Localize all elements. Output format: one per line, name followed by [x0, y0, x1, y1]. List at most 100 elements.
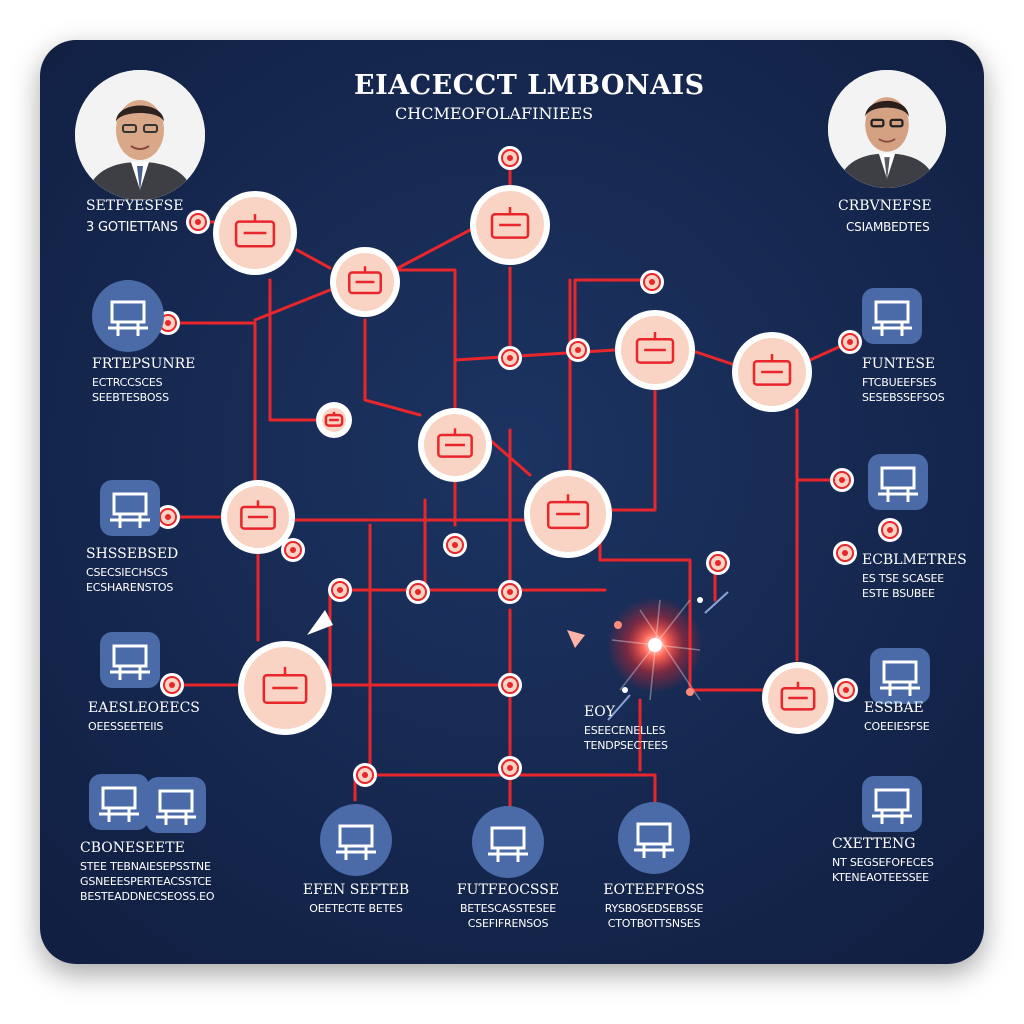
- avatar-right: [828, 70, 946, 188]
- tag-icon: [238, 641, 332, 735]
- page-subtitle: CHCMEOFOLAFINIEES: [395, 104, 594, 123]
- glow-burst: [607, 591, 729, 721]
- person-icon: [828, 70, 946, 188]
- left-label-title: CBONESEETE: [80, 840, 185, 856]
- scale-icon: [320, 804, 392, 876]
- arrow-icon: [704, 591, 729, 614]
- connector: [363, 318, 422, 417]
- junction-node: [498, 346, 522, 370]
- bottom-label-line: CSEFIFRENSOS: [467, 917, 549, 930]
- right-label-line: COEEIESFSE: [864, 720, 930, 733]
- connector: [610, 388, 657, 512]
- left-label-title: FRTEPSUNRE: [92, 356, 196, 372]
- conveyor-icon: [868, 454, 928, 510]
- machine-icon: [100, 632, 160, 688]
- person-right-name: CRBVNEFSE: [838, 198, 932, 214]
- junction-node: [498, 580, 522, 604]
- left-label-line: GSNEEESPERTEACSSTCE: [80, 875, 212, 888]
- left-label-line: ECSHARENSTOS: [86, 581, 174, 594]
- connector: [363, 773, 657, 807]
- right-label-title: ECBLMETRES: [862, 552, 967, 568]
- center-label-line: TENDPSECTEES: [584, 739, 668, 752]
- connector: [694, 350, 737, 367]
- rocket-icon: [330, 247, 400, 317]
- connector: [573, 278, 652, 352]
- junction-node: [353, 763, 377, 787]
- right-label-line: FTCBUEEFSES: [862, 376, 937, 389]
- bottom-label-line: CTOTBOTTSNSES: [607, 917, 701, 930]
- document-icon: [615, 310, 695, 390]
- junction-node: [640, 270, 664, 294]
- avatar-left: [75, 70, 205, 200]
- junction-node: [878, 518, 902, 542]
- right-label-line: ES TSE SCASEE: [862, 572, 945, 585]
- arrow-icon: [607, 694, 631, 721]
- workstation-icon: [92, 280, 164, 352]
- diagram-canvas: [40, 40, 984, 964]
- right-label-line: KTENEAOTEESSEE: [832, 871, 929, 884]
- right-label-line: NT SEGSEFOFECES: [832, 856, 934, 869]
- calendar-grid-icon: [100, 480, 160, 536]
- pointer-icon: [307, 610, 333, 635]
- person-icon: [75, 70, 205, 200]
- right-label-title: ESSBAE: [864, 700, 924, 716]
- junction-node: [834, 678, 858, 702]
- badge-icon: [862, 776, 922, 832]
- junction-node: [833, 541, 857, 565]
- person-left-name: SETFYESFSE: [86, 198, 184, 214]
- cabinet-icon: [870, 648, 930, 704]
- junction-node: [566, 338, 590, 362]
- chart-icon: [316, 402, 352, 438]
- gavel-icon: [732, 332, 812, 412]
- connector: [396, 228, 472, 270]
- junction-node: [406, 580, 430, 604]
- bottom-label-line: RYSBOSEDSEBSSE: [604, 902, 704, 915]
- junction-node: [838, 330, 862, 354]
- person-right-role: CSIAMBEDTES: [846, 220, 930, 234]
- person-left-role: 3 GOTIETTANS: [86, 220, 178, 235]
- left-label-line: SEEBTESBOSS: [92, 391, 169, 404]
- right-label-title: CXETTENG: [832, 836, 916, 852]
- clipboard-icon: [213, 191, 297, 275]
- connector: [168, 321, 257, 522]
- junction-node: [706, 551, 730, 575]
- center-label-title: EOY: [584, 704, 615, 720]
- diagram-card: EIACECCT LMBONAIS CHCMEOFOLAFINIEES SETF…: [40, 40, 984, 964]
- junction-node: [328, 578, 352, 602]
- junction-node: [830, 468, 854, 492]
- junction-node: [156, 505, 180, 529]
- bottom-label-title: EFEN SEFTEB: [302, 882, 410, 898]
- junction-node: [443, 533, 467, 557]
- bottom-label-line: BETESCASSTESEE: [459, 902, 557, 915]
- left-label-line: STEE TEBNAIESEPSSTNE: [80, 860, 211, 873]
- junction-node: [160, 673, 184, 697]
- briefcase-icon: [524, 470, 612, 558]
- building-icon: [618, 802, 690, 874]
- right-label-line: SESEBSSEFSOS: [862, 391, 945, 404]
- left-label-title: SHSSEBSED: [86, 546, 179, 562]
- folder-icon: [221, 480, 295, 554]
- drink-icon: [418, 408, 492, 482]
- left-label-line: ECTRCCSCES: [92, 376, 163, 389]
- page-title: EIACECCT LMBONAIS: [354, 70, 705, 101]
- printer-icon: [89, 774, 149, 830]
- left-label-line: OEESSEETEIIS: [88, 720, 164, 733]
- desk-icon: [472, 806, 544, 878]
- right-label-title: FUNTESE: [862, 356, 936, 372]
- center-label-line: ESEECENELLES: [584, 724, 666, 737]
- junction-node: [281, 538, 305, 562]
- toolbox-icon: [862, 288, 922, 344]
- archway-icon: [470, 185, 550, 265]
- bottom-label-title: FUTFEOCSSE: [456, 882, 560, 898]
- left-label-line: CSECSIECHSCS: [86, 566, 168, 579]
- factory-icon: [146, 777, 206, 833]
- junction-node: [186, 210, 210, 234]
- pointer-icon: [567, 630, 585, 648]
- junction-node: [498, 673, 522, 697]
- left-label-title: EAESLEOEECS: [88, 700, 200, 716]
- junction-node: [498, 756, 522, 780]
- bottom-label-line: OEETECTE BETES: [309, 902, 403, 915]
- junction-node: [498, 146, 522, 170]
- left-label-line: BESTEADDNECSEOSS.EO: [80, 890, 215, 903]
- connector: [295, 248, 332, 270]
